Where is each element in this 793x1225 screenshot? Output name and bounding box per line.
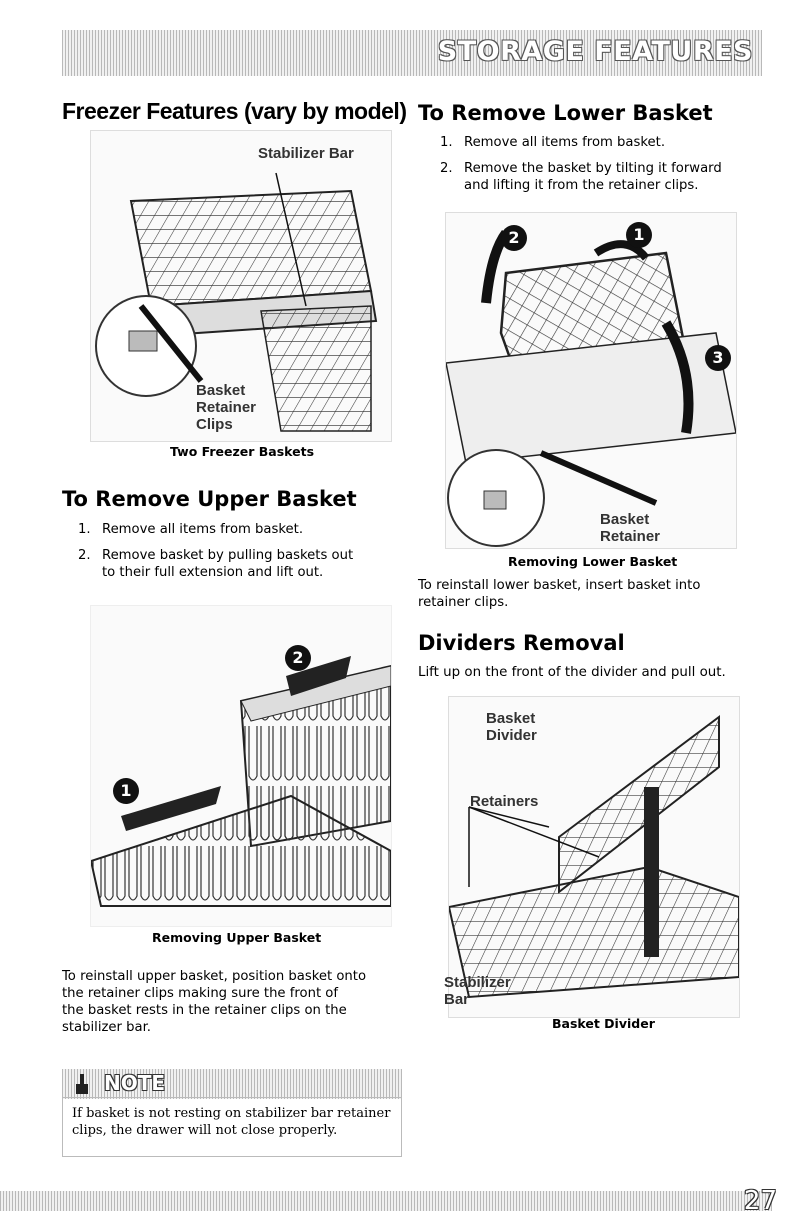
lower-basket-illustration bbox=[446, 230, 736, 547]
upper-step-1: 1. Remove all items from basket. bbox=[78, 522, 304, 537]
freezer-features-heading: Freezer Features (vary by model) bbox=[62, 98, 407, 124]
step-1-badge: 1 bbox=[113, 778, 139, 804]
note-label: NOTE bbox=[104, 1071, 166, 1095]
basket-divider-illustration bbox=[449, 715, 739, 999]
section-title: STORAGE FEATURES bbox=[437, 36, 753, 67]
dividers-removal-heading: Dividers Removal bbox=[418, 631, 625, 655]
two-freezer-baskets-figure bbox=[90, 130, 392, 442]
removing-lower-basket-caption: Removing Lower Basket bbox=[508, 554, 678, 569]
stabilizer-bar-label-divider: Stabilizer Bar bbox=[444, 974, 511, 1008]
footer-banner bbox=[0, 1191, 772, 1211]
upper-reinstall-text: To reinstall upper basket, position bask… bbox=[62, 969, 367, 1035]
header-banner bbox=[62, 30, 762, 76]
lower-reinstall-text: To reinstall lower basket, insert basket… bbox=[418, 578, 701, 610]
lower-step-2: 2. Remove the basket by tilting it forwa… bbox=[440, 161, 722, 193]
lower-step-3-badge: 3 bbox=[705, 345, 731, 371]
note-box bbox=[62, 1097, 402, 1157]
remove-lower-basket-heading: To Remove Lower Basket bbox=[418, 101, 713, 125]
note-banner bbox=[62, 1069, 402, 1099]
basket-retainer-clips-label: Basket Retainer Clips bbox=[196, 382, 257, 433]
upper-basket-illustration bbox=[91, 656, 391, 907]
note-text: If basket is not resting on stabilizer b… bbox=[72, 1106, 391, 1138]
dividers-text: Lift up on the front of the divider and … bbox=[418, 665, 726, 680]
lower-step-1: 1. Remove all items from basket. bbox=[440, 135, 666, 150]
lower-step-2-badge: 2 bbox=[501, 225, 527, 251]
lower-step-1-badge: 1 bbox=[626, 222, 652, 248]
removing-upper-basket-caption: Removing Upper Basket bbox=[152, 930, 322, 945]
removing-lower-basket-figure bbox=[445, 212, 737, 549]
pointing-hand-icon bbox=[76, 1074, 88, 1094]
retainers-label: Retainers bbox=[470, 793, 539, 810]
removing-upper-basket-figure bbox=[90, 605, 392, 927]
step-2-badge: 2 bbox=[285, 645, 311, 671]
stabilizer-bar-label: Stabilizer Bar bbox=[258, 145, 354, 162]
freezer-baskets-illustration bbox=[95, 172, 378, 432]
basket-retainer-label: Basket Retainer bbox=[600, 511, 661, 545]
basket-divider-label: Basket Divider bbox=[486, 710, 537, 744]
basket-divider-figure bbox=[448, 696, 740, 1018]
remove-upper-basket-heading: To Remove Upper Basket bbox=[62, 487, 357, 511]
page-number: 27 bbox=[743, 1186, 777, 1216]
upper-step-2: 2. Remove basket by pulling baskets out … bbox=[78, 548, 354, 580]
two-freezer-baskets-caption: Two Freezer Baskets bbox=[170, 444, 315, 459]
basket-divider-caption: Basket Divider bbox=[552, 1016, 655, 1031]
